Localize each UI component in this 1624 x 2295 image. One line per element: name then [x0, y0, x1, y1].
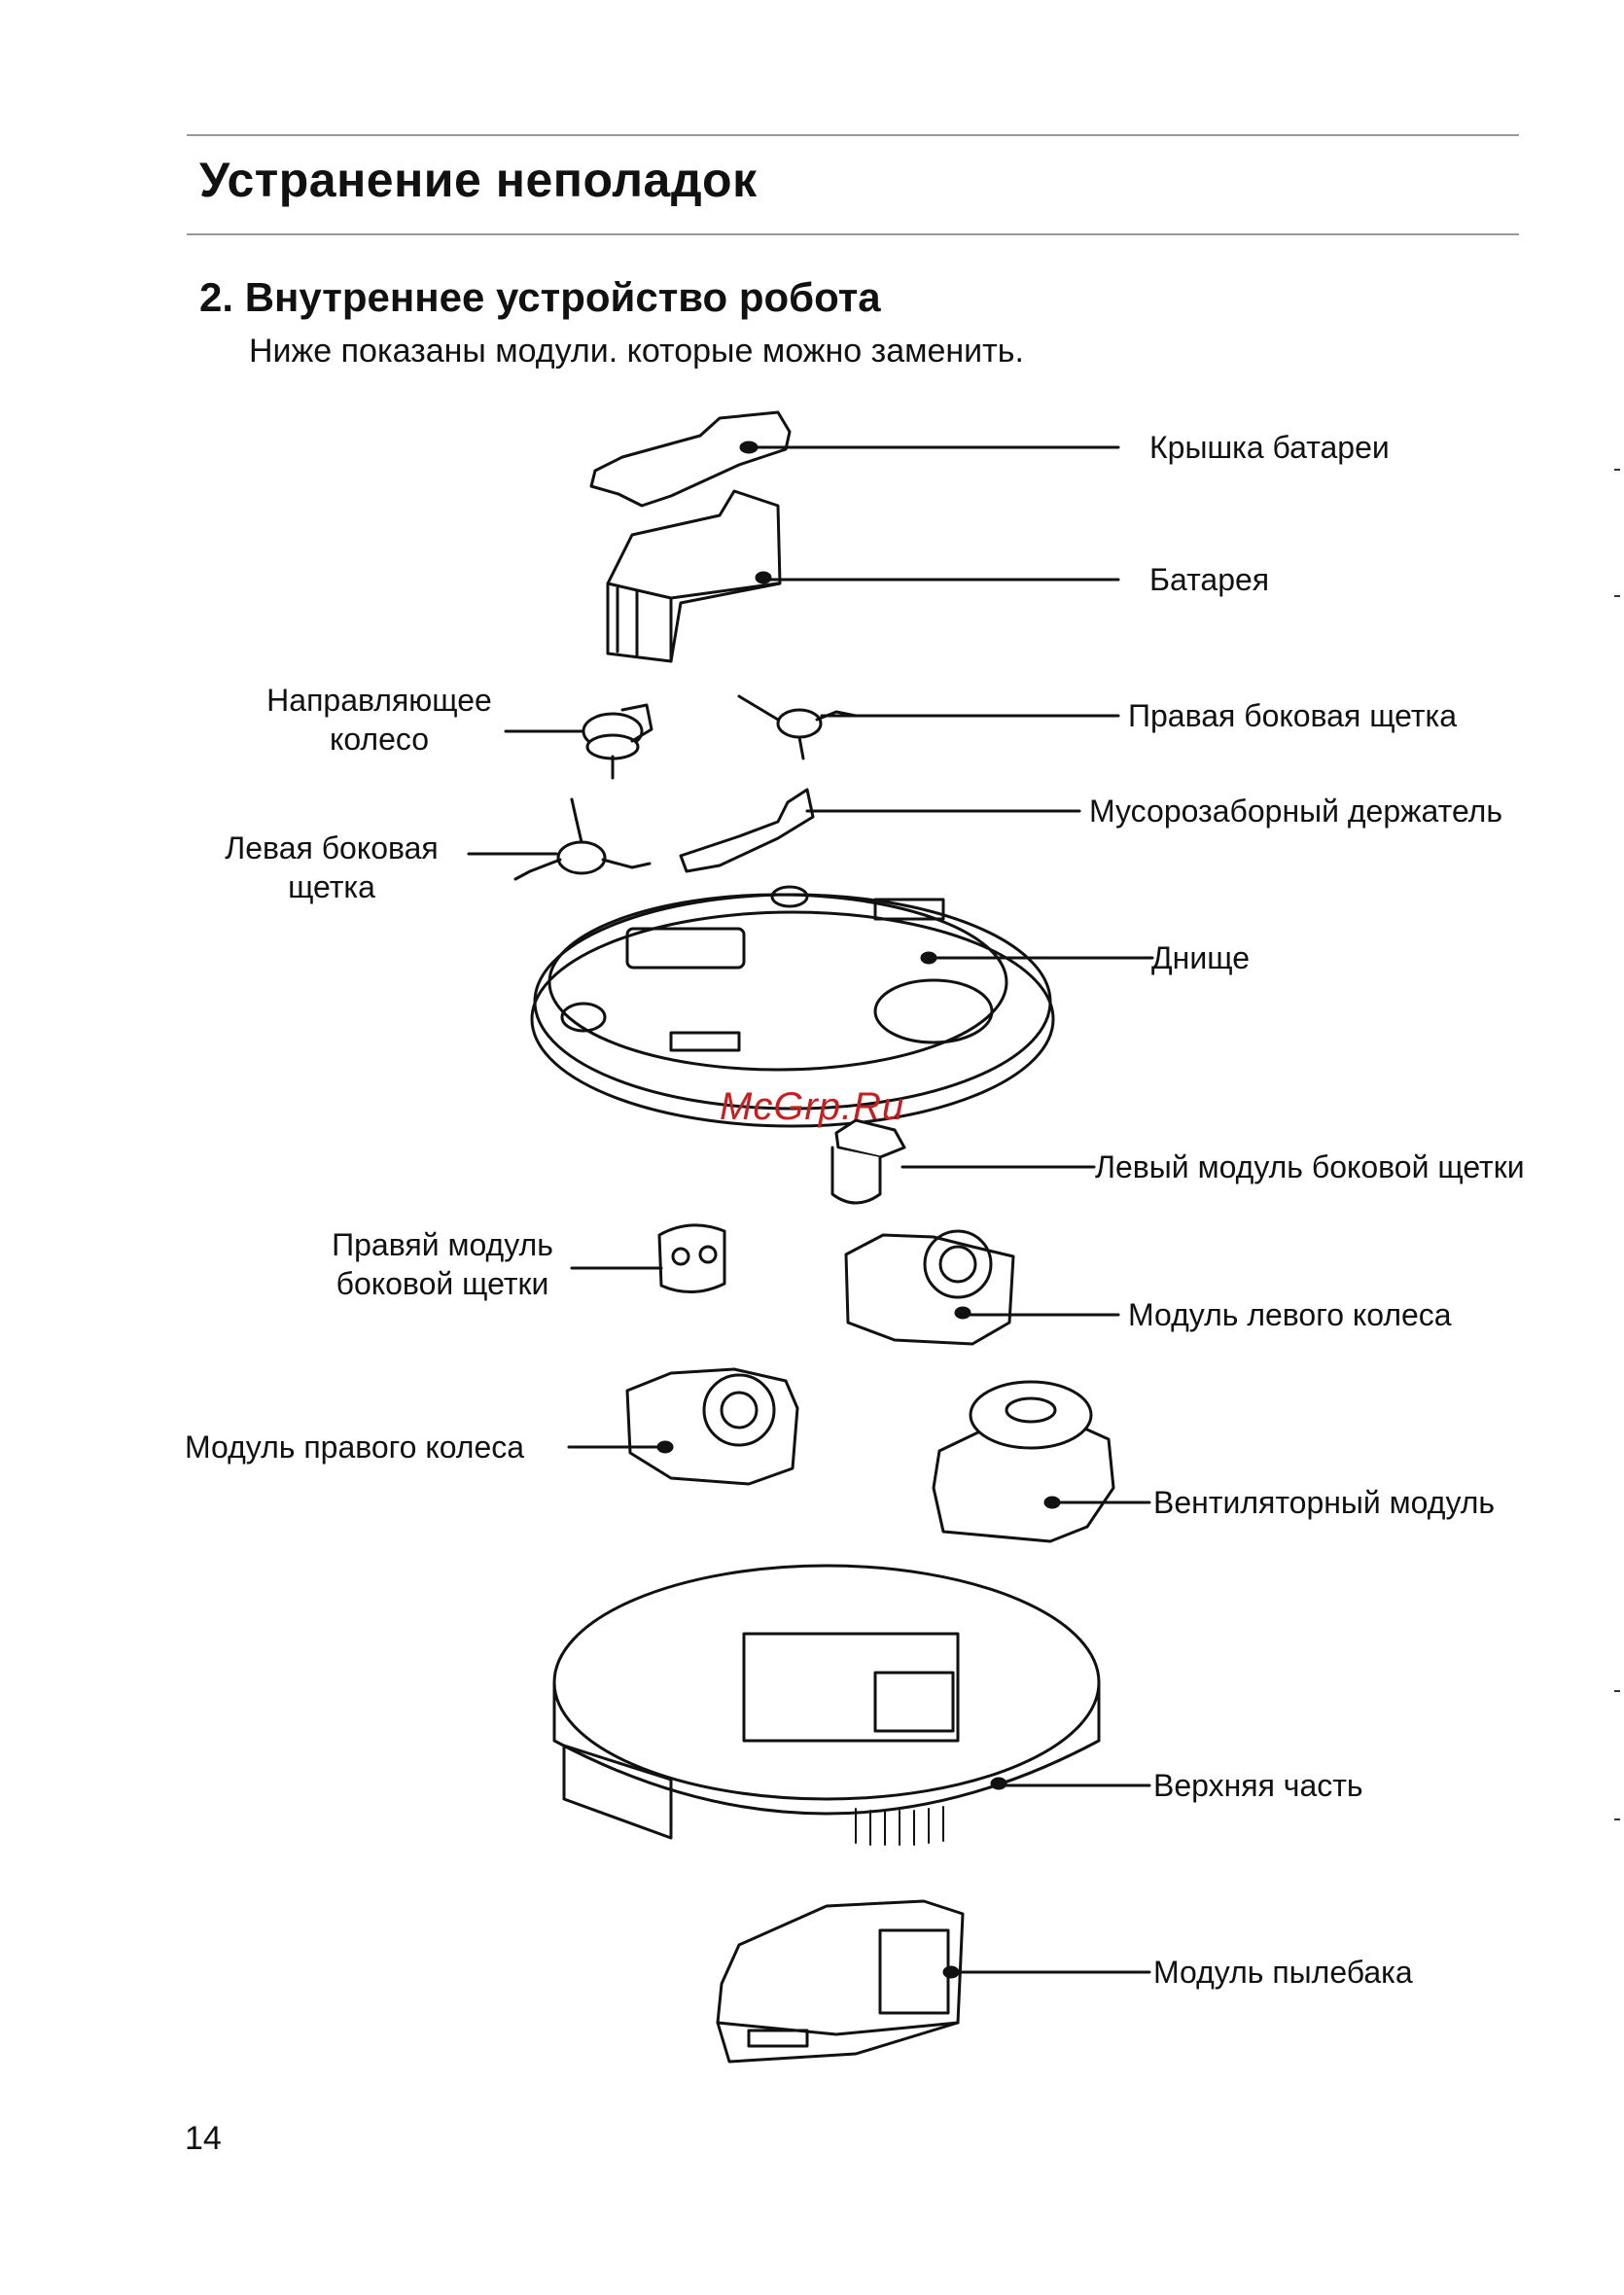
label-guide-wheel-line1: Направляющее	[266, 683, 492, 718]
label-right-side-brush-module-line1: Правяй модуль	[332, 1227, 553, 1262]
right-side-brush-module-drawing	[570, 1223, 726, 1294]
label-right-side-brush-module-line2: боковой щетки	[335, 1266, 549, 1301]
label-left-side-brush-module: Левый модуль боковой щетки	[1095, 1149, 1525, 1184]
label-fan-module: Вентиляторный модуль	[1153, 1485, 1496, 1520]
edge-mark	[1614, 469, 1620, 471]
label-battery-cover: Крышка батареи	[1149, 430, 1390, 465]
left-side-brush-module-drawing	[830, 1118, 1096, 1205]
edge-mark	[1614, 1690, 1620, 1692]
page-number: 14	[185, 2120, 222, 2157]
label-dustbin-module: Модуль пылебака	[1153, 1955, 1413, 1990]
right-side-brush-drawing	[737, 694, 1120, 760]
label-left-wheel-module: Модуль левого колеса	[1128, 1297, 1452, 1332]
fan-module-drawing	[932, 1380, 1151, 1543]
label-left-side-brush: Левая боковая щетка	[214, 829, 449, 906]
bottom-drawing	[530, 885, 1154, 1128]
left-side-brush-drawing	[467, 797, 652, 881]
label-battery: Батарея	[1149, 562, 1270, 597]
top-part-drawing	[552, 1564, 1151, 1846]
intro-text: Ниже показаны модули. которые можно заме…	[249, 333, 1024, 370]
debris-holder-drawing	[679, 788, 1081, 873]
label-right-side-brush-module: Правяй модуль боковой щетки	[316, 1225, 569, 1303]
label-debris-holder: Мусорозаборный держатель	[1089, 794, 1503, 829]
top-rule	[187, 134, 1519, 136]
label-right-side-brush: Правая боковая щетка	[1128, 698, 1458, 733]
right-wheel-module-drawing	[567, 1367, 799, 1486]
battery-cover-drawing	[589, 410, 1120, 508]
edge-mark	[1614, 1818, 1620, 1820]
dustbin-module-drawing	[716, 1899, 1151, 2064]
battery-drawing	[606, 489, 1120, 663]
subsection-title: 2. Внутреннее устройство робота	[199, 274, 881, 320]
label-guide-wheel: Направляющее колесо	[248, 681, 511, 759]
label-top-part: Верхняя часть	[1153, 1768, 1363, 1803]
edge-mark	[1614, 595, 1620, 597]
label-bottom: Днище	[1151, 940, 1250, 975]
header-bottom-rule	[187, 233, 1519, 235]
label-left-side-brush-line2: щетка	[288, 869, 375, 904]
label-left-side-brush-line1: Левая боковая	[225, 830, 439, 865]
watermark: McGrp.Ru	[720, 1085, 905, 1128]
section-title: Устранение неполадок	[199, 153, 758, 207]
label-guide-wheel-line2: колесо	[329, 722, 430, 757]
label-right-wheel-module: Модуль правого колеса	[185, 1430, 525, 1465]
left-wheel-module-drawing	[844, 1229, 1120, 1346]
guide-wheel-drawing	[504, 703, 653, 780]
